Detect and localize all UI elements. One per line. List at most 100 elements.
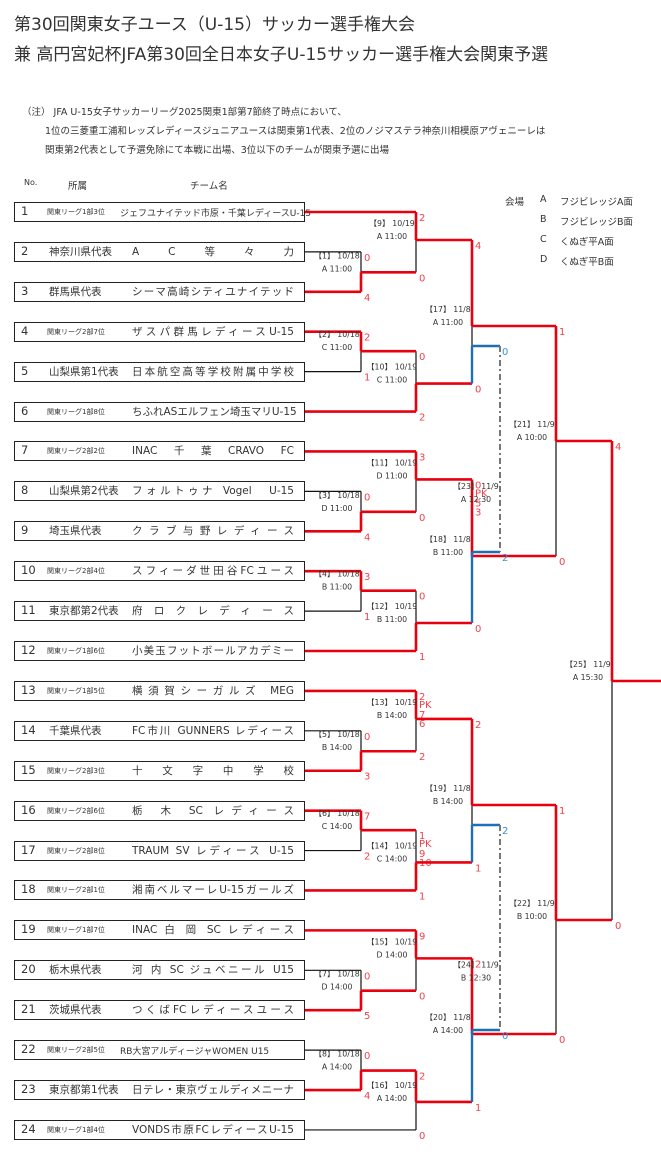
score-top: 1 <box>419 831 425 842</box>
team-number: 22 <box>21 1042 36 1057</box>
team-affiliation: 群馬県代表 <box>49 285 102 298</box>
team-number: 3 <box>21 283 29 298</box>
match-label: 【12】 10/19 <box>367 602 418 611</box>
match-label: 【25】 11/9 <box>565 660 611 669</box>
match-time: B 10:00 <box>517 912 547 921</box>
match-time: A 11:00 <box>377 232 407 241</box>
venue-name-a: フジビレッジA面 <box>560 197 633 208</box>
score-bottom: 0 <box>419 513 425 524</box>
match-label: 【8】 10/18 <box>314 1050 360 1059</box>
match-label: 【4】 10/18 <box>314 570 360 579</box>
team-name: FC市川 GUNNERS レディース <box>132 724 294 737</box>
team-name: 栃 木 SC レディース <box>132 804 294 817</box>
team-number: 6 <box>21 403 29 418</box>
team-number: 8 <box>21 483 29 498</box>
match-label: 【18】 11/8 <box>425 535 471 544</box>
team-number: 7 <box>21 443 29 458</box>
venue-name-b: フジビレッジB面 <box>560 217 634 228</box>
match-label: 【24】 11/9 <box>453 961 499 970</box>
team-number: 14 <box>21 722 36 737</box>
score-top: 0 <box>364 971 370 982</box>
score-top: 2 <box>475 959 481 970</box>
team-name: 府ロクレディース <box>132 605 294 618</box>
match-label: 【1】 10/18 <box>314 251 360 260</box>
team-name: 湘南ベルマーレU-15ガールズ <box>132 884 294 897</box>
score-bottom: 3 <box>364 772 370 783</box>
team-name: ちふれASエルフェン埼玉マリU-15 <box>132 405 297 418</box>
team-affiliation: 関東リーグ2部4位 <box>47 567 105 576</box>
score-top: 3 <box>364 572 370 583</box>
match-time: A 14:00 <box>322 1063 352 1072</box>
team-name: スフィーダ世田谷FCユース <box>132 565 294 578</box>
match-time: A 14:00 <box>377 1094 407 1103</box>
team-number: 13 <box>21 682 36 697</box>
score-top: 0 <box>419 592 425 603</box>
match-time: D 11:00 <box>377 471 408 480</box>
team-name: 河 内 SC ジュベニール U15 <box>132 964 294 977</box>
header-affiliation: 所属 <box>68 181 88 192</box>
score-bottom: 0 <box>475 624 481 635</box>
score-top: 2 <box>419 692 425 703</box>
score-bottom: 2 <box>419 413 425 424</box>
team-affiliation: 関東リーグ2部6位 <box>47 806 105 815</box>
match-label: 【16】 10/19 <box>367 1081 418 1090</box>
match-time: B 11:00 <box>377 615 407 624</box>
score-top: 2 <box>475 720 481 731</box>
match-time: C 14:00 <box>377 854 407 863</box>
venue-legend-label: 会場 <box>505 197 525 208</box>
team-number: 9 <box>21 523 29 538</box>
match-time: B 14:00 <box>433 797 463 806</box>
score-top: 9 <box>419 931 425 942</box>
team-number: 21 <box>21 1002 36 1017</box>
team-name: RB大宮アルディージャWOMEN U15 <box>120 1047 270 1058</box>
team-affiliation: 栃木県代表 <box>49 964 102 977</box>
team-name: TRAUM SV レディース U-15 <box>132 844 294 857</box>
score-top: 2 <box>419 213 425 224</box>
score-bottom: 4 <box>364 293 370 304</box>
team-number: 24 <box>21 1121 36 1136</box>
venue-code-b: B <box>540 214 547 225</box>
team-number: 11 <box>21 603 36 618</box>
match-time: B 12:30 <box>461 974 491 983</box>
team-name: つくばFCレディースユース <box>132 1004 294 1017</box>
match-label: 【5】 10/18 <box>314 730 360 739</box>
team-name: A C 等 々 力 <box>132 245 294 258</box>
score-bottom: 2 <box>364 852 370 863</box>
team-number: 4 <box>21 323 29 338</box>
match-label: 【2】 10/18 <box>314 330 360 339</box>
score-bottom: 2 <box>419 752 425 763</box>
score-top: 4 <box>615 442 621 453</box>
team-name: フォルトゥナ Vogel U-15 <box>132 485 294 498</box>
score-bottom: 0 <box>615 921 621 932</box>
score-bottom: 0 <box>419 273 425 284</box>
match-time: B 14:00 <box>377 711 407 720</box>
team-number: 16 <box>21 802 36 817</box>
match-label: 【10】 10/19 <box>367 363 418 372</box>
match-label: 【13】 10/19 <box>367 698 418 707</box>
team-name: ザスパ群馬レディースU-15 <box>132 325 294 338</box>
team-name: 日テレ・東京ヴェルディメニーナ <box>132 1084 294 1097</box>
match-time: D 14:00 <box>322 983 353 992</box>
page-title: 第30回関東女子ユース（U-15）サッカー選手権大会 <box>14 15 415 35</box>
score-top: 0 <box>475 480 481 491</box>
note-line-2: 1位の三菱重工浦和レッズレディースジュニアユースは関東第1代表、2位のノジマステ… <box>45 126 546 137</box>
third-score-top: 0 <box>502 347 508 358</box>
note-line-3: 関東第2代表として予選免除にて本戦に出場、3位以下のチームが関東予選に出場 <box>45 145 390 156</box>
team-affiliation: 関東リーグ2部7位 <box>47 327 105 336</box>
score-bottom: 1 <box>364 373 370 384</box>
score-top: 2 <box>419 1072 425 1083</box>
score-bottom: 0 <box>559 557 565 568</box>
team-affiliation: 関東リーグ2部1位 <box>47 886 105 895</box>
